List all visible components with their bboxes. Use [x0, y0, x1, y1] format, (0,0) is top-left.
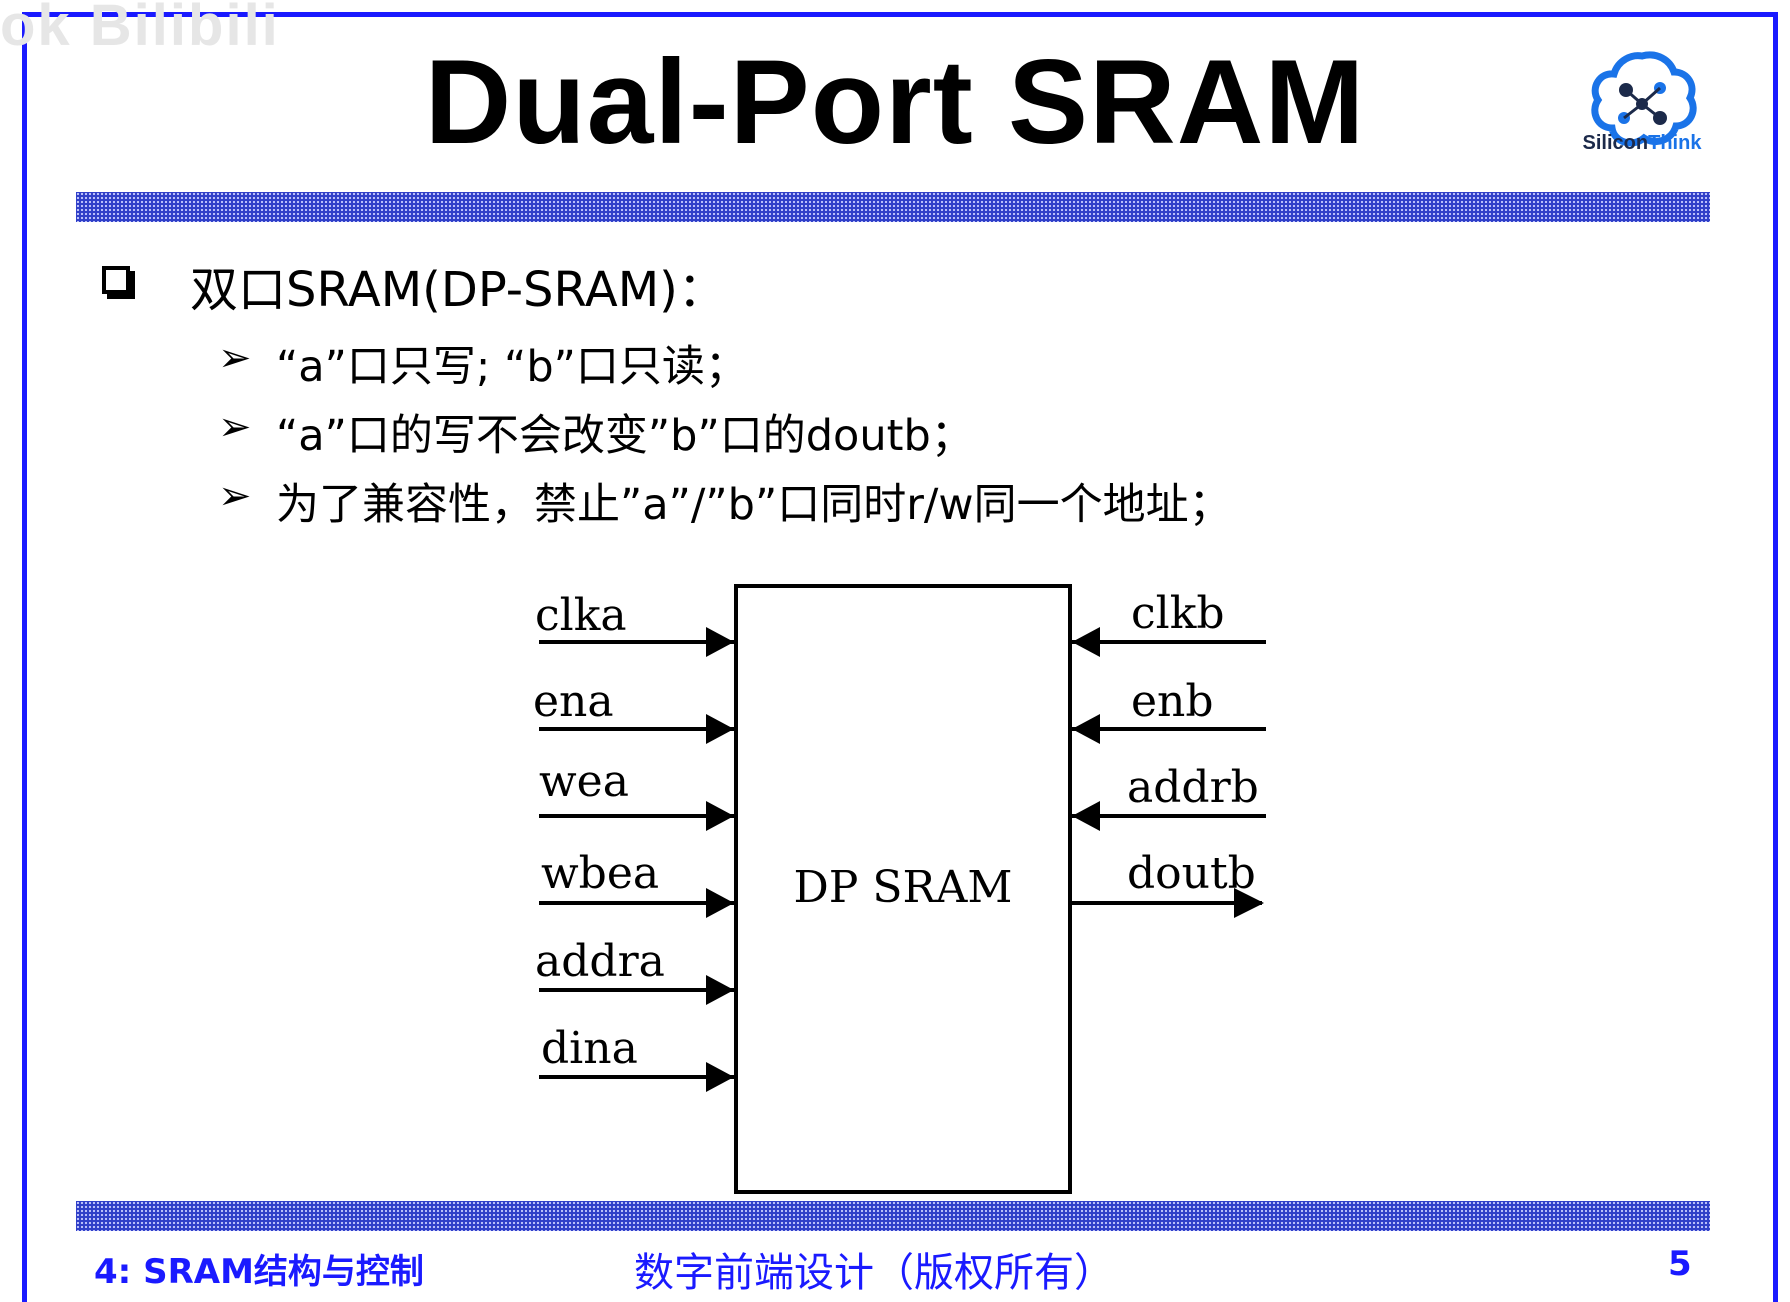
right-input-arrows — [1072, 627, 1266, 831]
slide-frame — [22, 12, 1778, 1302]
signal-dina: dina — [541, 1023, 638, 1074]
main-bullet-text: 双口SRAM(DP-SRAM)： — [190, 262, 726, 318]
sub-bullet-2: ➢ “a”口的写不会改变”b”口的doutb； — [218, 401, 974, 461]
slide-title: Dual-Port SRAM — [424, 35, 1366, 169]
signal-enb: enb — [1131, 676, 1214, 727]
block-label: DP SRAM — [794, 862, 1013, 913]
footer-chapter: 4: SRAM结构与控制 — [94, 1252, 424, 1292]
silicon-think-logo-icon — [1591, 51, 1697, 147]
sub-bullet-text: “a”口的写不会改变”b”口的doutb； — [276, 411, 974, 461]
bottom-divider-band — [76, 1201, 1710, 1231]
sub-bullet-text: 为了兼容性，禁止”a”/”b”口同时r/w同一个地址； — [276, 480, 1232, 530]
addra-arrowhead — [706, 975, 734, 1005]
right-output-arrows — [1070, 888, 1264, 918]
clkb-arrowhead — [1072, 627, 1100, 657]
arrow-bullet-icon: ➢ — [218, 404, 252, 450]
sub-bullet-text: “a”口只写; “b”口只读； — [276, 342, 748, 392]
page-number: 5 — [1668, 1244, 1692, 1284]
signal-clkb: clkb — [1131, 588, 1225, 639]
signal-wbea: wbea — [541, 848, 659, 899]
arrow-bullet-icon: ➢ — [218, 473, 252, 519]
signal-clka: clka — [535, 590, 627, 641]
arrow-bullet-icon: ➢ — [218, 335, 252, 381]
sub-bullet-3: ➢ 为了兼容性，禁止”a”/”b”口同时r/w同一个地址； — [218, 470, 1232, 530]
footer-course: 数字前端设计（版权所有） — [634, 1250, 1114, 1296]
signal-addra: addra — [535, 936, 665, 987]
signal-wea: wea — [539, 756, 629, 807]
ena-arrowhead — [706, 714, 734, 744]
clka-arrowhead — [706, 627, 734, 657]
top-divider-band — [76, 192, 1710, 222]
wbea-arrowhead — [706, 888, 734, 918]
dina-arrowhead — [706, 1062, 734, 1092]
doutb-arrowhead — [1234, 888, 1264, 918]
signal-ena: ena — [533, 676, 614, 727]
wea-arrowhead — [706, 801, 734, 831]
watermark: ok Bilibili — [0, 0, 280, 58]
sub-bullet-1: ➢ “a”口只写; “b”口只读； — [218, 332, 748, 392]
square-bullet-icon — [102, 266, 130, 294]
enb-arrowhead — [1072, 714, 1100, 744]
signal-addrb: addrb — [1127, 762, 1259, 813]
logo-text: SiliconThink — [1582, 132, 1702, 154]
addrb-arrowhead — [1072, 801, 1100, 831]
left-input-arrows — [539, 627, 734, 1092]
signal-doutb: doutb — [1127, 848, 1256, 899]
dp-sram-block — [734, 584, 1072, 1194]
